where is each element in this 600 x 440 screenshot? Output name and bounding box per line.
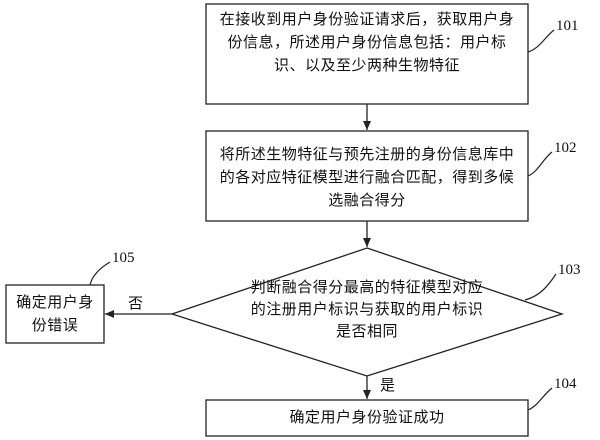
step-104-number: 104 [554,376,577,392]
step-103-number: 103 [558,262,581,278]
leader-102 [527,151,553,177]
step-101-text: 在接收到用户身份验证请求后，获取用户身份信息，所述用户身份信息包括：用户标识、以… [219,10,515,74]
branch-no-label: 否 [128,294,144,312]
branch-yes-label: 是 [380,376,396,394]
step-105-number: 105 [112,250,135,266]
step-104-box [205,399,529,437]
step-101-number: 101 [556,18,579,34]
step-104-text: 确定用户身份验证成功 [289,408,445,426]
step-102-box [205,130,529,222]
leader-104 [527,387,553,411]
step-102-text: 将所述生物特征与预先注册的身份信息库中的各对应特征模型进行融合匹配，得到多候选融… [219,145,515,209]
step-102-number: 102 [554,140,577,156]
leader-105 [89,261,111,286]
leader-103 [524,273,557,301]
step-105-text: 确定用户身份错误 [16,293,94,334]
step-105-box [5,284,105,344]
step-101-box [205,3,529,105]
step-103-text: 判断融合得分最高的特征模型对应的注册用户标识与获取的用户标识是否相同 [250,278,484,340]
leader-101 [527,29,555,53]
